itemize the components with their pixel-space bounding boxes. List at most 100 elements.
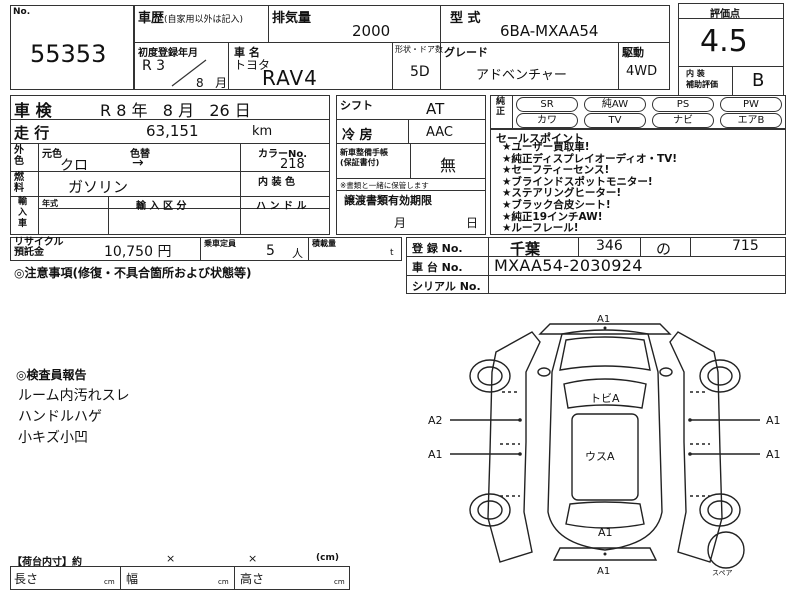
aircon-value: AAC (426, 125, 453, 140)
cargo-length-cm: cm (104, 578, 115, 586)
doors-label: 形状・ドア数 (395, 45, 443, 54)
lot-label: No. (13, 7, 31, 17)
inspector-line: ルーム内汚れスレ (18, 388, 130, 404)
equip-2: PS (652, 97, 714, 112)
diagram-windshield: トビA (590, 392, 620, 405)
car-name-value: RAV4 (262, 66, 318, 90)
equip-5: TV (584, 113, 646, 128)
import-year-label: 年式 (42, 199, 58, 208)
chassis-label: 車 台 No. (412, 261, 463, 274)
cargo-width-label: 幅 (126, 572, 139, 586)
diagram-right-lower: A1 (766, 448, 781, 461)
capacity-label: 乗車定員 (204, 239, 236, 248)
inspector-lines: ルーム内汚れスレハンドルハゲ小キズ小凹 (18, 386, 130, 449)
cargo-unit: (cm) (316, 553, 339, 563)
recycle-row (10, 237, 402, 261)
interior-value: B (752, 70, 765, 91)
car-name-label: 車 名 (234, 46, 260, 59)
drive-label: 駆動 (622, 46, 644, 59)
equip-1: 純AW (584, 97, 646, 112)
capacity-unit: 人 (292, 247, 303, 260)
doors-value: 5D (410, 64, 430, 80)
mileage-value: 63,151 (146, 122, 199, 140)
sales-point-item: ★ブラインドスポットモニター! (502, 175, 653, 188)
first-reg-month: 8 月 (196, 76, 228, 90)
import-category-label: 輸 入 区 分 (136, 201, 187, 212)
load-label: 積載量 (312, 239, 336, 248)
recycle-value: 10,750 円 (104, 244, 172, 260)
cargo-box (10, 566, 350, 590)
cargo-label: 【荷台内寸】約 (12, 557, 82, 568)
diagram-rear: A1 (598, 526, 613, 539)
inspector-line: ハンドルハゲ (18, 409, 102, 425)
shift-label: シフト (340, 99, 373, 112)
fuel-value: ガソリン (68, 178, 129, 196)
cargo-x2: × (248, 552, 258, 565)
fuel-label: 燃 料 (14, 172, 24, 194)
color-orig-sub: 元色 (42, 149, 62, 160)
history-label: 車歴(自家用以外は記入) (138, 11, 244, 26)
engine-value: 2000 (352, 22, 391, 40)
load-unit: t (390, 248, 394, 258)
color-change-label: 色替 (130, 149, 150, 160)
color-orig-label: 外 色 (14, 145, 24, 167)
interior-label: 内 装 補助評価 (686, 69, 718, 89)
notes-label: ◎注意事項(修復・不具合箇所および状態等) (14, 266, 252, 280)
equip-4: カワ (516, 113, 578, 128)
color-code-label: カラーNo. (258, 149, 308, 160)
recycle-label: リサイクル 預託金 (14, 237, 64, 258)
serial-label: シリアル No. (412, 280, 481, 293)
diagram-bottom: A1 (597, 566, 611, 577)
manual-label: 新車整備手帳 (保証書付) (340, 148, 388, 167)
equip-side-label: 純 正 (496, 97, 506, 117)
first-reg-label: 初度登録年月 (138, 48, 198, 59)
cargo-x1: × (166, 552, 176, 565)
docs-day-unit: 日 (466, 216, 479, 230)
reg-kana: の (656, 240, 672, 258)
spec-box (134, 5, 670, 90)
shift-value: AT (426, 100, 445, 118)
mid-block (336, 95, 486, 235)
diagram-left-upper: A2 (428, 414, 443, 427)
inspection-label: 車 検 (14, 101, 52, 120)
manual-value: 無 (440, 156, 457, 175)
sales-point-item: ★純正19インチAW! (502, 210, 603, 223)
diagram-spare: スペア (712, 569, 733, 577)
first-reg-era: R 3 (142, 58, 166, 74)
sales-point-item: ★純正ディスプレイオーディオ・TV! (502, 152, 678, 165)
registration-label: 登 録 No. (412, 242, 463, 255)
docs-label: 譲渡書類有効期限 (344, 194, 432, 207)
car-maker: トヨタ (234, 58, 271, 72)
sales-point-item: ★ユーザー買取車! (502, 141, 590, 153)
rating-value: 4.5 (700, 24, 748, 59)
registration-block (406, 237, 786, 294)
import-handle-label: ハ ン ド ル (256, 201, 307, 212)
engine-label: 排気量 (272, 11, 312, 26)
sales-list: ★ユーザー買取車!★純正ディスプレイオーディオ・TV!★セーフティーセンス!★ブ… (502, 141, 678, 235)
equip-7: エアB (720, 113, 782, 128)
color-orig-value: クロ (60, 158, 88, 174)
sales-title: セールスポイント (496, 132, 584, 145)
lot-box (10, 5, 134, 90)
mileage-label: 走 行 (14, 124, 50, 142)
capacity-value: 5 (266, 243, 275, 259)
grade-value: アドベンチャー (476, 68, 567, 83)
cargo-width-cm: cm (218, 578, 229, 586)
color-code-value: 218 (280, 157, 305, 172)
first-reg-slash (171, 59, 207, 87)
sales-point-item: ★ブラック合皮シート! (502, 198, 611, 211)
reg-region: 千葉 (510, 240, 541, 258)
sales-box (490, 129, 786, 235)
reg-class: 346 (596, 238, 623, 254)
inspection-date: R 8 年 8 月 26 日 (100, 101, 251, 120)
grade-label: グレード (444, 46, 488, 59)
manual-note: ※書類と一緒に保管します (340, 181, 429, 190)
equip-0: SR (516, 97, 578, 112)
equip-3: PW (720, 97, 782, 112)
sales-point-item: ★セーフティーセンス! (502, 164, 610, 177)
model-label: 型 式 (450, 11, 481, 26)
diagram-roof: ウスA (585, 450, 615, 463)
diagram-front-top: A1 (597, 314, 611, 325)
lot-number: 55353 (30, 40, 107, 68)
drive-value: 4WD (626, 64, 658, 79)
